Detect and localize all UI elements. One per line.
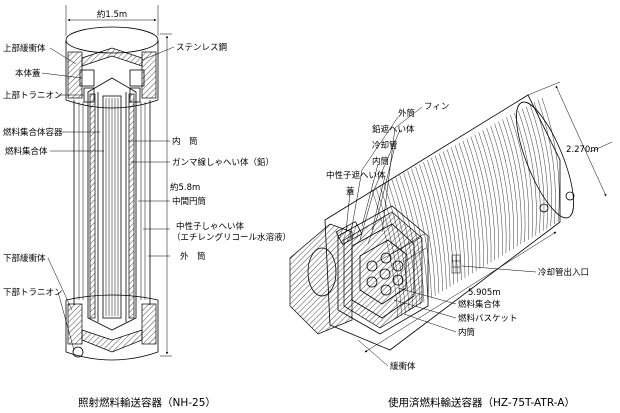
fin-stripe bbox=[427, 159, 451, 287]
label-inner-shell-upper: 内筒 bbox=[372, 156, 389, 167]
label-fuel-assembly-right: 燃料集合体 bbox=[458, 299, 501, 310]
label-cooling-pipe-port: 冷却管出入口 bbox=[538, 267, 589, 278]
label-lid: 蓋 bbox=[346, 186, 355, 197]
fin-stripe bbox=[510, 115, 530, 240]
fin-stripe bbox=[518, 110, 537, 236]
fin-stripe bbox=[506, 117, 526, 243]
lower-trunnion-shape bbox=[72, 346, 84, 358]
label-fuel-assembly: 燃料集合体 bbox=[5, 146, 48, 157]
label-intermediate-cylinder: 中間円筒 bbox=[172, 196, 206, 207]
label-lead-shield: 鉛遮へい体 bbox=[372, 124, 415, 135]
fin-stripe bbox=[423, 162, 447, 290]
label-lower-shock-absorber: 下部緩衝体 bbox=[3, 253, 46, 264]
fin-stripe bbox=[525, 106, 545, 231]
fin-stripe bbox=[462, 140, 484, 267]
fin-stripe bbox=[502, 119, 522, 245]
label-upper-trunnion: 上部トラニオン bbox=[3, 90, 63, 101]
label-neutron-shield-material: （エチレングリコール水溶液） bbox=[172, 232, 291, 243]
label-outer-shell: 外 筒 bbox=[180, 251, 206, 262]
label-shock-absorber: 緩衝体 bbox=[390, 361, 416, 372]
fin-stripe bbox=[435, 155, 458, 283]
label-body-lid: 本体蓋 bbox=[15, 68, 41, 79]
hz75t-cask-drawing bbox=[289, 81, 613, 367]
label-fin: フィン bbox=[424, 102, 449, 112]
upper-shock-absorber-shape bbox=[65, 26, 159, 109]
nh25-width-label: 約1.5m bbox=[97, 9, 127, 20]
label-neutron-shield-right: 中性子遮へい体 bbox=[326, 170, 386, 181]
label-lower-trunnion: 下部トラニオン bbox=[3, 287, 63, 298]
shock-absorber-shape bbox=[289, 223, 353, 335]
fin-stripe bbox=[529, 104, 549, 229]
fin-stripe bbox=[537, 100, 556, 225]
fuel-assembly-shape bbox=[102, 95, 122, 319]
nh25-caption: 照射燃料輸送容器（NH-25） bbox=[78, 396, 216, 409]
lid-shape bbox=[335, 221, 363, 245]
hz75t-diameter-label: 5.905m bbox=[468, 288, 501, 298]
hz75t-caption: 使用済燃料輸送容器（HZ-75T-ATR-A） bbox=[388, 396, 575, 409]
fin-stripe bbox=[442, 151, 466, 278]
lower-shock-absorber-shape bbox=[65, 294, 159, 361]
label-gamma-shield: ガンマ線しゃへい体（鉛） bbox=[172, 157, 274, 168]
label-inner-shell: 内 筒 bbox=[172, 136, 198, 147]
label-inner-shell-lower: 内筒 bbox=[458, 327, 475, 338]
fin-stripe bbox=[541, 97, 560, 223]
label-fuel-basket: 燃料バスケット bbox=[458, 313, 518, 324]
label-upper-shock-absorber: 上部緩衝体 bbox=[3, 43, 46, 54]
fin-stripe bbox=[521, 108, 541, 234]
far-end-shape bbox=[515, 101, 575, 219]
label-fuel-assembly-container: 燃料集合体容器 bbox=[3, 127, 63, 138]
label-outer-shell-right: 外筒 bbox=[398, 108, 415, 119]
label-neutron-shield: 中性子しゃへい体 bbox=[176, 221, 245, 232]
cask-body-shape bbox=[73, 77, 151, 331]
nh25-cask-drawing bbox=[41, 5, 175, 361]
fin-stripe bbox=[514, 112, 533, 238]
label-stainless-steel: ステンレス鋼 bbox=[176, 42, 227, 53]
hz75t-length-label: 2.270m bbox=[566, 145, 599, 155]
label-cooling-pipe: 冷却管 bbox=[372, 140, 398, 151]
nh25-height-label: 約5.8m bbox=[170, 182, 200, 193]
fin-stripe bbox=[533, 102, 552, 227]
fin-stripe bbox=[431, 157, 455, 285]
